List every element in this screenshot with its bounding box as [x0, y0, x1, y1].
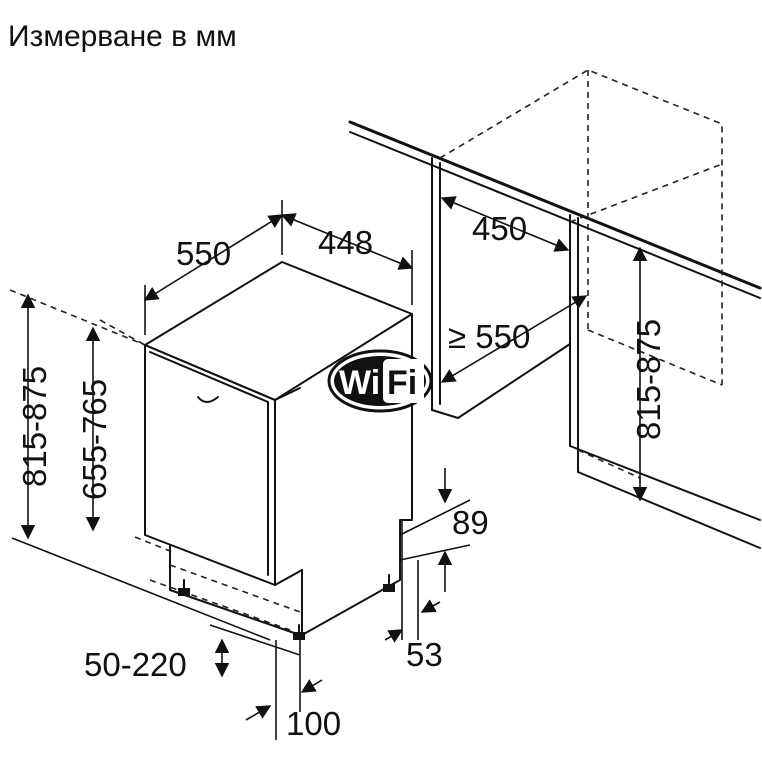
wifi-logo-icon: Wi Fi [327, 349, 433, 413]
wifi-logo-left-text: Wi [339, 364, 380, 402]
wifi-logo-right-text: Fi [387, 364, 417, 402]
dim-plinth-offset-label: 53 [406, 636, 443, 673]
dim-height-door-label: 655-765 [76, 379, 113, 500]
dim-niche-height-label: 815-875 [630, 319, 667, 440]
dim-plinth-height-label: 89 [452, 504, 489, 541]
page-title: Измерване в мм [8, 20, 237, 53]
dim-depth-label: 550 [176, 235, 231, 272]
dimension-lines [11, 196, 648, 740]
dim-width-label: 448 [318, 224, 373, 261]
dim-niche-depth-label: ≥ 550 [448, 318, 530, 355]
dim-niche-width-label: 450 [472, 210, 527, 247]
dim-height-left-label: 815-875 [16, 366, 53, 487]
dim-plinth-recess-label: 50-220 [84, 646, 187, 683]
dim-foot-offset-label: 100 [286, 705, 341, 742]
dishwasher-body [9, 261, 413, 640]
